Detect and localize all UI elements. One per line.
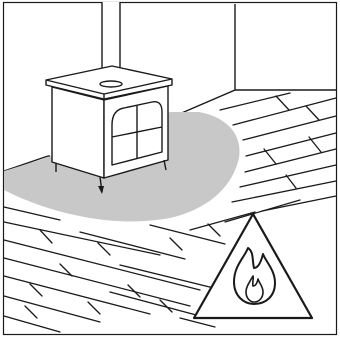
stove-front xyxy=(52,87,104,178)
